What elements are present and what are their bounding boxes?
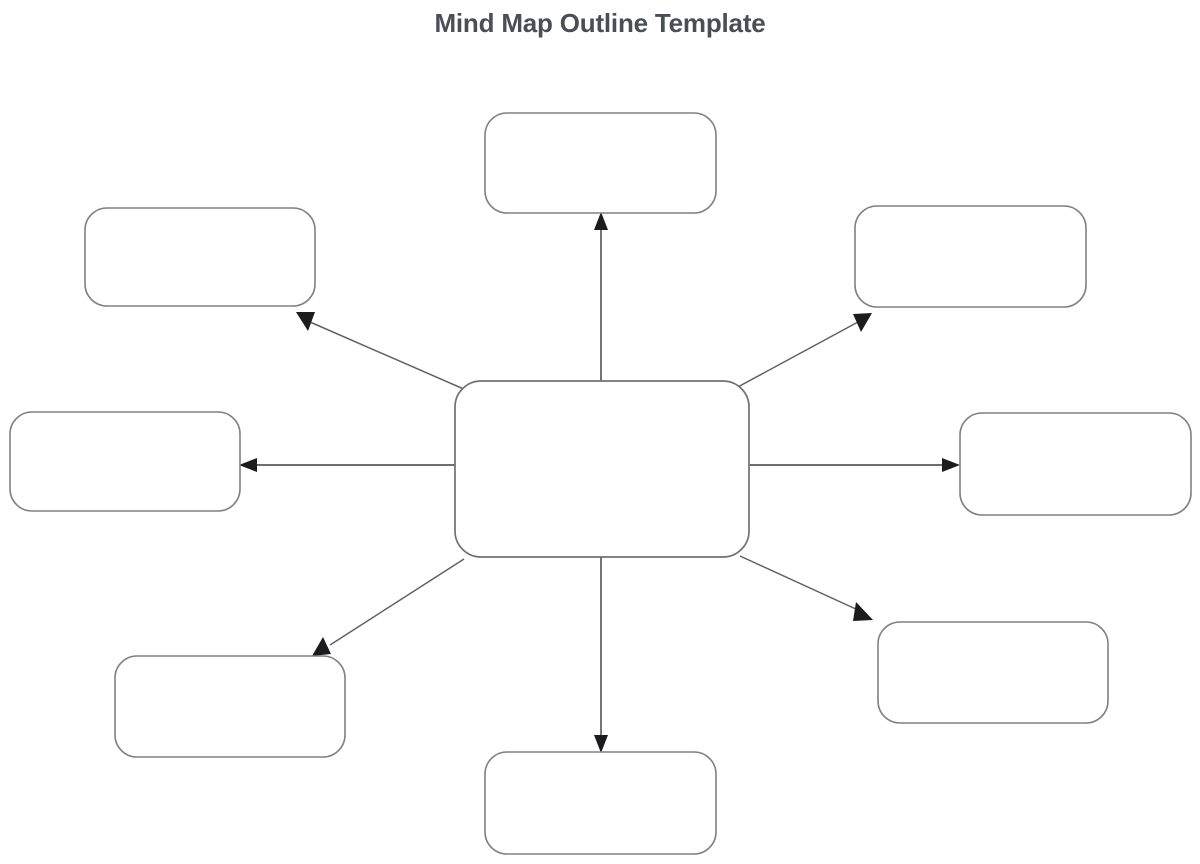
branch-bottom-left-box[interactable] — [114, 655, 346, 758]
branch-left[interactable] — [9, 411, 241, 512]
branch-top-left-box[interactable] — [84, 207, 316, 307]
connector-center-to-left — [239, 458, 455, 472]
branch-top-right[interactable] — [854, 205, 1087, 308]
branch-bottom-right[interactable] — [877, 621, 1109, 724]
branch-top-box[interactable] — [484, 112, 717, 214]
connector-line-bottom-left — [329, 558, 465, 646]
connector-group — [239, 212, 960, 753]
branch-left-box[interactable] — [9, 411, 241, 512]
connector-line-bottom-right — [739, 555, 859, 611]
branch-bottom-left[interactable] — [114, 655, 346, 758]
central-topic-box[interactable] — [454, 380, 750, 558]
connector-center-to-top-right — [735, 313, 872, 389]
arrow-head-top-right — [853, 313, 872, 332]
connector-center-to-bottom-left — [312, 558, 465, 656]
arrow-head-bottom-left — [312, 637, 331, 656]
page-title: Mind Map Outline Template — [434, 8, 766, 38]
arrow-head-top-left — [296, 312, 315, 331]
connector-center-to-right — [749, 458, 960, 472]
branch-top[interactable] — [484, 112, 717, 214]
arrow-head-left — [239, 458, 257, 472]
central-topic[interactable] — [454, 380, 750, 558]
connector-center-to-top-left — [296, 312, 467, 391]
branch-right[interactable] — [959, 412, 1192, 516]
branch-bottom-right-box[interactable] — [877, 621, 1109, 724]
branch-bottom-box[interactable] — [484, 751, 717, 855]
arrow-head-bottom — [594, 735, 608, 753]
branch-right-box[interactable] — [959, 412, 1192, 516]
branch-bottom[interactable] — [484, 751, 717, 855]
connector-center-to-top — [594, 212, 608, 381]
branch-top-right-box[interactable] — [854, 205, 1087, 308]
connector-line-top-right — [735, 321, 859, 389]
arrow-head-right — [942, 458, 960, 472]
branch-top-left[interactable] — [84, 207, 316, 307]
connector-center-to-bottom-right — [739, 555, 873, 621]
arrow-head-bottom-right — [853, 602, 873, 621]
arrow-head-top — [594, 212, 608, 230]
connector-center-to-bottom — [594, 557, 608, 753]
connector-line-top-left — [309, 321, 467, 391]
